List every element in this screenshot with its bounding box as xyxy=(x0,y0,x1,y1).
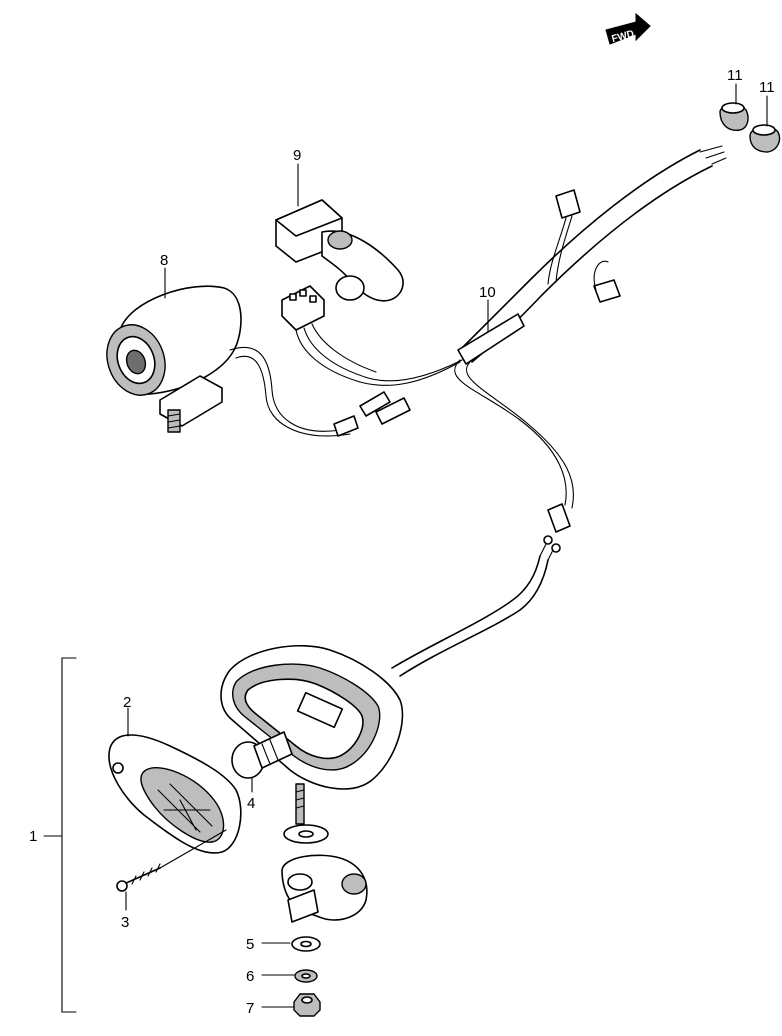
flat-washer-upper xyxy=(283,824,329,844)
assembly-bracket-1 xyxy=(61,657,77,1013)
washer-part-5 xyxy=(291,936,321,952)
nut-part-7 xyxy=(293,993,321,1017)
lockwasher-part-6 xyxy=(294,969,318,983)
screw-part-3 xyxy=(116,829,227,892)
fwd-arrow-badge: FWD xyxy=(605,12,651,45)
lens-part-2 xyxy=(108,734,242,854)
mount-stud xyxy=(295,783,305,825)
taillight-housing xyxy=(220,644,404,790)
callout-9: 9 xyxy=(293,147,301,164)
callout-10: 10 xyxy=(479,284,496,301)
callout-1: 1 xyxy=(29,828,37,845)
wiring-harness-part-10 xyxy=(359,145,727,533)
callout-3: 3 xyxy=(121,914,129,931)
lamp-part-8 xyxy=(106,285,359,437)
taillight-wire xyxy=(391,535,561,677)
callout-11-b: 11 xyxy=(759,79,775,96)
grommet-part-11-a xyxy=(719,102,749,131)
callout-6: 6 xyxy=(246,968,254,985)
callout-11-a: 11 xyxy=(727,67,743,84)
callout-4: 4 xyxy=(247,795,255,812)
relay-part-9 xyxy=(275,199,463,386)
callout-7: 7 xyxy=(246,1000,254,1017)
callout-2: 2 xyxy=(123,694,131,711)
bulb-part-4 xyxy=(231,731,293,779)
callout-5: 5 xyxy=(246,936,254,953)
callout-8: 8 xyxy=(160,252,168,269)
mount-bracket xyxy=(281,854,368,923)
grommet-part-11-b xyxy=(749,124,781,153)
